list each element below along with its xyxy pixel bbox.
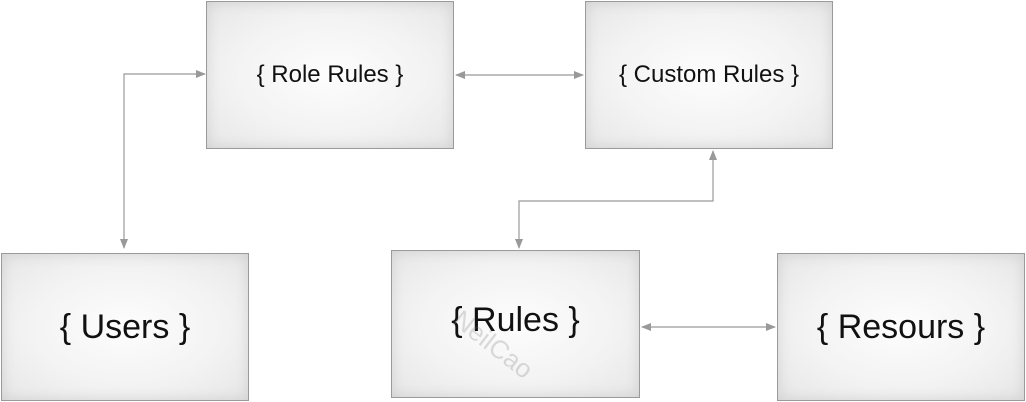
connector-users-role-rules	[120, 70, 206, 249]
node-users[interactable]: { Users }	[1, 253, 249, 401]
node-custom-rules-label: { Custom Rules }	[618, 61, 800, 88]
connector-rules-custom	[515, 150, 717, 249]
node-role-rules[interactable]: { Role Rules }	[206, 1, 454, 149]
node-rules[interactable]: { Rules }	[391, 250, 640, 398]
node-role-rules-label: { Role Rules }	[256, 61, 404, 88]
node-users-label: { Users }	[59, 307, 191, 346]
node-custom-rules[interactable]: { Custom Rules }	[585, 1, 833, 149]
node-resources-label: { Resours }	[816, 307, 986, 346]
node-rules-label: { Rules }	[451, 300, 580, 339]
node-resources[interactable]: { Resours }	[777, 253, 1025, 401]
